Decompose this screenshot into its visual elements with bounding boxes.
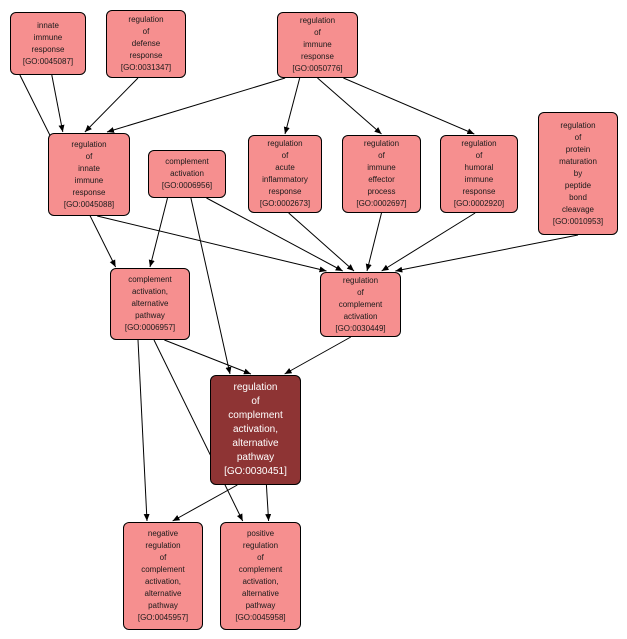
go-node-label: regulation of immune effector process [G… <box>356 139 407 208</box>
go-node-label: innate immune response [GO:0045087] <box>22 20 74 66</box>
graph-edge-GO-0030449-to-GO-0030451 <box>284 336 352 375</box>
graph-edge-GO-0050776-to-GO-0002920 <box>343 77 475 135</box>
graph-edge-GO-0045087-to-GO-0045088 <box>51 74 65 133</box>
go-node-label: regulation of defense response [GO:00313… <box>120 15 172 72</box>
go-node-label: complement activation [GO:0006956] <box>161 157 213 190</box>
graph-edge-GO-0030451-to-GO-0045957 <box>172 484 238 522</box>
graph-edge-GO-0002697-to-GO-0030449 <box>365 212 382 272</box>
graph-edge-GO-0006957-to-GO-0045957 <box>137 339 150 522</box>
go-node-go-0030451[interactable]: regulation of complement activation, alt… <box>210 375 301 485</box>
go-node-label: positive regulation of complement activa… <box>235 529 286 622</box>
go-node-go-0045958[interactable]: positive regulation of complement activa… <box>220 522 301 630</box>
graph-edge-GO-0030451-to-GO-0045958 <box>265 484 272 522</box>
go-node-label: regulation of humoral immune response [G… <box>453 139 505 208</box>
go-node-label: regulation of protein maturation by pept… <box>552 120 604 226</box>
go-node-go-0010953[interactable]: regulation of protein maturation by pept… <box>538 112 618 235</box>
go-node-go-0002920[interactable]: regulation of humoral immune response [G… <box>440 135 518 213</box>
go-node-go-0006957[interactable]: complement activation, alternative pathw… <box>110 268 190 340</box>
go-node-label: regulation of acute inflammatory respons… <box>259 139 311 208</box>
graph-edge-GO-0050776-to-GO-0002673 <box>283 77 301 135</box>
go-node-go-0045087[interactable]: innate immune response [GO:0045087] <box>10 12 86 75</box>
graph-edge-GO-0050776-to-GO-0002697 <box>317 77 382 135</box>
go-node-label: negative regulation of complement activa… <box>137 529 189 622</box>
graph-edge-GO-0010953-to-GO-0030449 <box>395 234 579 273</box>
graph-edge-GO-0050776-to-GO-0045088 <box>106 77 286 133</box>
graph-edge-GO-0006957-to-GO-0030451 <box>164 339 252 375</box>
go-node-go-0030449[interactable]: regulation of complement activation [GO:… <box>320 272 401 337</box>
graph-edge-GO-0006956-to-GO-0006957 <box>148 197 168 268</box>
go-node-go-0006956[interactable]: complement activation [GO:0006956] <box>148 150 226 198</box>
go-node-label: regulation of complement activation [GO:… <box>335 275 386 333</box>
go-node-label: complement activation, alternative pathw… <box>124 275 176 332</box>
go-node-label: regulation of immune response [GO:005077… <box>292 16 343 73</box>
go-node-go-0045957[interactable]: negative regulation of complement activa… <box>123 522 203 630</box>
graph-edge-GO-0045088-to-GO-0030449 <box>97 215 327 273</box>
go-node-go-0002697[interactable]: regulation of immune effector process [G… <box>342 135 421 213</box>
go-node-go-0045088[interactable]: regulation of innate immune response [GO… <box>48 133 130 216</box>
graph-edge-GO-0006956-to-GO-0030451 <box>190 197 232 375</box>
graph-edge-GO-0031347-to-GO-0045088 <box>84 77 139 133</box>
graph-edge-GO-0002673-to-GO-0030449 <box>288 212 355 272</box>
graph-edge-GO-0002920-to-GO-0030449 <box>381 212 476 272</box>
go-node-label: regulation of innate immune response [GO… <box>63 139 115 209</box>
go-node-label: regulation of complement activation, alt… <box>224 382 287 477</box>
go-node-go-0031347[interactable]: regulation of defense response [GO:00313… <box>106 10 186 78</box>
go-node-go-0002673[interactable]: regulation of acute inflammatory respons… <box>248 135 322 213</box>
go-node-go-0050776[interactable]: regulation of immune response [GO:005077… <box>277 12 358 78</box>
